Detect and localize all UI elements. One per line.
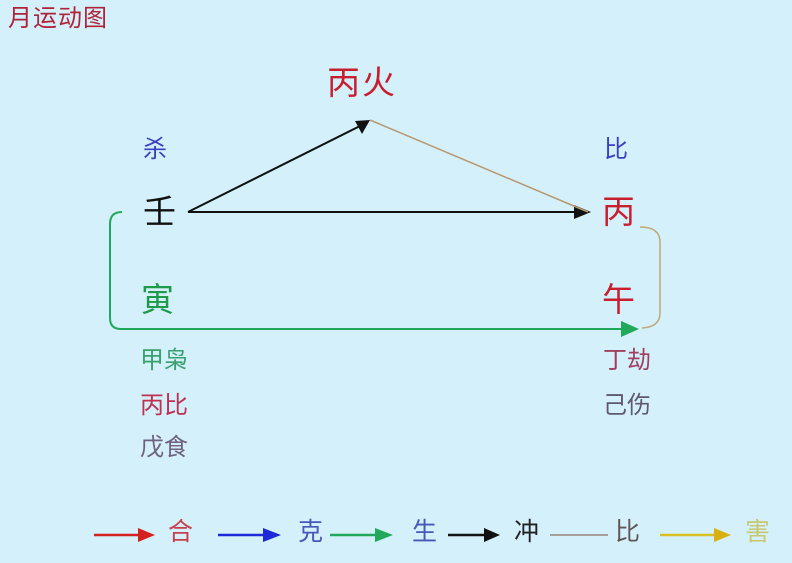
hidden-stem-left-2: 丙比 [140,391,188,419]
legend-label-sheng: 生 [412,517,438,546]
relation-bi-bing-wu [639,226,661,329]
legend-arrow-hai-icon [714,528,731,542]
arrowhead-icon [355,120,370,134]
ten-god-left: 杀 [143,135,167,163]
diagram-title: 月运动图 [8,4,108,32]
legend-arrow-ke-icon [263,528,281,542]
hidden-stem-left-3: 戊食 [140,433,188,461]
legend-arrow-he-icon [138,528,155,542]
legend-label-chong: 冲 [514,517,540,546]
legend-arrow-sheng-icon [375,528,393,542]
branch-right: 午 [602,280,635,319]
relation-bi-binghuo-bing [369,119,589,213]
node-binghuo: 丙火 [327,63,397,102]
legend-label-hai: 害 [745,517,771,546]
legend-label-ke: 克 [298,517,324,546]
stem-left: 壬 [143,192,176,231]
ten-god-right: 比 [604,135,628,163]
legend-arrow-chong-icon [484,528,500,542]
hidden-stem-left-1: 甲枭 [140,346,188,374]
legend-label-he: 合 [168,517,194,546]
stem-right: 丙 [602,192,635,231]
arrowhead-icon [621,321,639,337]
relation-sheng-ren-wu [109,211,622,330]
legend-label-bi: 比 [615,517,641,546]
hidden-stem-right-1: 丁劫 [603,346,651,374]
hidden-stem-right-2: 己伤 [603,391,651,419]
relation-chong-ren-binghuo [187,121,369,213]
branch-left: 寅 [141,280,174,319]
